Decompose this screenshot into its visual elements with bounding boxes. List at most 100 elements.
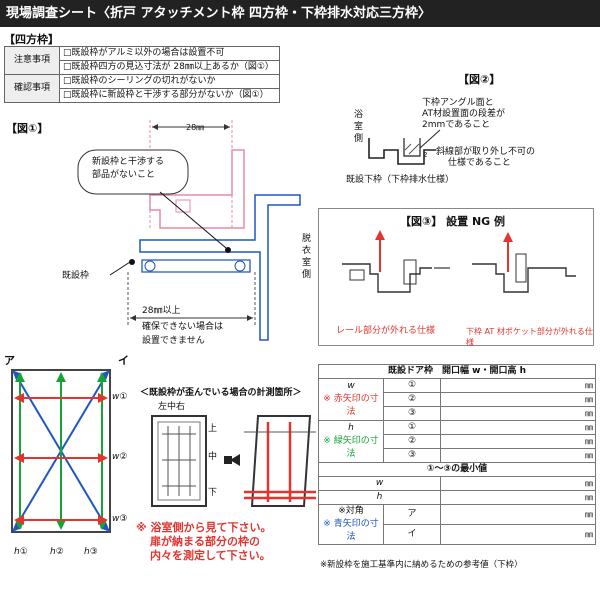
caution-item-2: □既設枠四方の見込寸法が 28㎜以上あるか（図①） xyxy=(59,60,280,75)
distortion-top: 上 xyxy=(208,424,218,434)
diag-header: ※対角 ※ 青矢印の寸法 xyxy=(318,504,384,545)
h-header: h ※ 緑矢印の寸法 xyxy=(318,420,384,463)
table-row: イ ㎜ xyxy=(319,524,596,545)
table-row: 確認事項 □既設枠のシーリングの切れがないか xyxy=(4,74,280,103)
caution-item-1: □既設枠がアルミ以外の場合は設置不可 xyxy=(59,46,280,61)
table-row: w ㎜ xyxy=(318,476,596,491)
w1-label: w① xyxy=(112,392,128,402)
warning-2: 扉が納まる部分の枠の xyxy=(150,535,260,548)
fig1-room-3: 室 xyxy=(302,258,312,268)
distortion-lr: 左中右 xyxy=(158,402,186,412)
w-note: ※ 赤矢印の寸法 xyxy=(323,394,379,417)
fig2-note-4: 斜線部が取り外し不可の xyxy=(436,147,536,157)
diag-i-cell: イ xyxy=(383,524,441,545)
h3-label: h③ xyxy=(84,547,98,557)
fig2-mark: 2 xyxy=(423,151,428,159)
table-row: w ※ 赤矢印の寸法 ① ㎜ xyxy=(318,378,596,421)
fig1-room-4: 側 xyxy=(302,270,312,280)
w1-cell: ① xyxy=(383,378,441,393)
fig3-caption-right: 下枠 AT 材ポケット部分が外れる仕様 xyxy=(466,327,593,347)
measure-table: 既設ドア枠 開口幅 w・開口高 h w ※ 赤矢印の寸法 ① ㎜ ② ㎜ ③ ㎜… xyxy=(318,364,596,545)
fig2-note-3: 2mmであること xyxy=(422,120,491,130)
fig3-box xyxy=(318,208,594,346)
w3-value[interactable]: ㎜ xyxy=(440,406,596,421)
notes-table: 注意事項 □既設枠がアルミ以外の場合は設置不可 □既設枠四方の見込寸法が 28㎜… xyxy=(4,46,280,103)
table-row: ③ ㎜ xyxy=(319,406,596,421)
h3-value[interactable]: ㎜ xyxy=(440,448,596,463)
h-label: h xyxy=(348,423,354,433)
fig1-room-1: 脱 xyxy=(302,234,312,244)
check-item-1: □既設枠のシーリングの切れがないか xyxy=(59,74,280,89)
fig3-drawing xyxy=(342,230,576,293)
distortion-mid: 中 xyxy=(208,452,218,462)
measure-table-title: 既設ドア枠 開口幅 w・開口高 h xyxy=(318,364,596,379)
h-note: ※ 緑矢印の寸法 xyxy=(323,436,379,459)
w2-label: w② xyxy=(112,452,128,462)
fig2-caption: 既設下枠（下枠排水仕様） xyxy=(346,175,455,185)
measure-diagram xyxy=(11,369,111,533)
min-title: ①〜③の最小値 xyxy=(318,462,596,477)
table-row: h ※ 緑矢印の寸法 ① ㎜ xyxy=(318,420,596,463)
w2-value[interactable]: ㎜ xyxy=(440,392,596,407)
h2-cell: ② xyxy=(383,434,441,449)
fig1-note-1: 確保できない場合は xyxy=(142,322,224,332)
check-label: 確認事項 xyxy=(4,74,60,103)
h1-value[interactable]: ㎜ xyxy=(440,420,596,435)
fig1-callout-1: 新設枠と干渉する xyxy=(92,157,165,167)
diag-note: ※ 青矢印の寸法 xyxy=(323,519,379,542)
w-label: w xyxy=(347,381,355,391)
fig2-note-5: 仕様であること xyxy=(448,158,511,168)
distortion-title: ＜既設枠が歪んでいる場合の計測箇所＞ xyxy=(140,388,302,398)
fig2-note-2: AT材設置面の段差が xyxy=(422,109,505,119)
fig1-room-2: 衣 xyxy=(302,246,312,256)
h1-cell: ① xyxy=(383,420,441,435)
fig2-note-1: 下枠アングル面と xyxy=(422,98,494,108)
w2-cell: ② xyxy=(383,392,441,407)
min-w-value[interactable]: ㎜ xyxy=(440,476,596,491)
table-row: ② ㎜ xyxy=(319,392,596,407)
h1-label: h① xyxy=(14,547,28,557)
table-row: h ㎜ xyxy=(318,490,596,505)
w-header: w ※ 赤矢印の寸法 xyxy=(318,378,384,421)
fig1-label: 【図①】 xyxy=(6,122,49,135)
diag-label: ※対角 xyxy=(338,506,364,516)
diag-a-cell: ア xyxy=(383,504,441,525)
corner-i-label: イ xyxy=(118,354,129,367)
fig1-note-2: 設置できません xyxy=(142,336,205,346)
caution-label: 注意事項 xyxy=(4,46,60,75)
check-item-2: □既設枠に新設枠と干渉する部分がないか（図①） xyxy=(59,88,280,103)
fig2-bath-3: 側 xyxy=(354,134,364,144)
h3-cell: ③ xyxy=(383,448,441,463)
measure-footnote: ※新設枠を施工基準内に納めるための参考値（下枠） xyxy=(320,560,523,570)
fig2-label: 【図②】 xyxy=(458,73,501,86)
w1-value[interactable]: ㎜ xyxy=(440,378,596,393)
page-title: 現場調査シート〈折戸 アタッチメント枠 四方枠・下枠排水対応三方枠〉 xyxy=(0,0,600,27)
fig1-dim-top: 28㎜ xyxy=(186,123,205,132)
fig3-label: 【図③】 設置 NG 例 xyxy=(400,215,506,228)
diag-i-value[interactable]: ㎜ xyxy=(440,524,596,545)
distortion-drawing xyxy=(151,415,316,507)
min-w-label: w xyxy=(318,476,441,491)
distortion-bottom: 下 xyxy=(208,488,218,498)
table-row: 既設ドア枠 開口幅 w・開口高 h xyxy=(318,364,596,379)
fig1-drawing xyxy=(77,120,301,341)
fig3-caption-left: レール部分が外れる仕様 xyxy=(336,326,436,336)
fig1-dim-bottom: 28㎜以上 xyxy=(142,306,181,316)
fig2-bath-2: 室 xyxy=(354,122,364,132)
section-tag: 【四方枠】 xyxy=(4,33,59,46)
min-h-label: h xyxy=(318,490,441,505)
diag-a-value[interactable]: ㎜ xyxy=(440,504,596,525)
fig2-drawing xyxy=(368,129,441,165)
table-row: 注意事項 □既設枠がアルミ以外の場合は設置不可 xyxy=(4,46,280,75)
corner-a-label: ア xyxy=(4,354,15,367)
table-row: □既設枠に新設枠と干渉する部分がないか（図①） xyxy=(5,88,280,103)
w3-cell: ③ xyxy=(383,406,441,421)
table-row: ①〜③の最小値 xyxy=(318,462,596,477)
fig2-bath-1: 浴 xyxy=(354,110,364,120)
w3-label: w③ xyxy=(112,514,128,524)
fig1-existing-frame: 既設枠 xyxy=(62,271,90,281)
table-row: ※対角 ※ 青矢印の寸法 ア ㎜ xyxy=(318,504,596,545)
min-h-value[interactable]: ㎜ xyxy=(440,490,596,505)
fig1-callout-2: 部品がないこと xyxy=(92,170,156,180)
h2-value[interactable]: ㎜ xyxy=(440,434,596,449)
